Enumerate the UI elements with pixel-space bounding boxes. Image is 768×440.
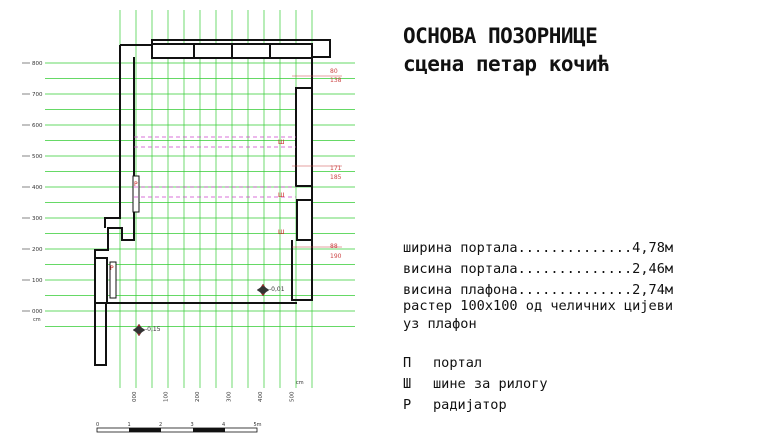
dimension-top-2: 171 xyxy=(330,165,342,172)
facade-block-1 xyxy=(151,43,195,59)
y-axis-label: 700 xyxy=(32,92,43,98)
level-label-2: -0,15 xyxy=(145,326,161,333)
radiator-marker-1: Р xyxy=(134,181,138,188)
legend-text: шине за рилогу xyxy=(433,376,548,392)
scale-bar-label: 5m xyxy=(254,422,262,428)
legend-key: Р xyxy=(403,397,412,413)
facade-block-4 xyxy=(269,43,313,59)
y-axis-label: 600 xyxy=(32,123,43,129)
rail-marker-2: Ш xyxy=(278,192,284,199)
facade-block-2 xyxy=(193,43,233,59)
dimension-top-1: 80 xyxy=(330,68,338,75)
radiator-left-upper xyxy=(132,175,140,213)
spec-grid-note: растер 100х100 од челичних цијеви xyxy=(403,298,674,314)
scale-bar-label: 3 xyxy=(191,422,194,428)
scale-bar xyxy=(96,427,258,433)
rail-marker-1: Ш xyxy=(278,139,284,146)
level-marker-1 xyxy=(256,283,270,297)
radiator-marker-2: Р xyxy=(110,265,114,272)
dimension-lines xyxy=(292,75,342,248)
x-axis-label: 400 xyxy=(258,391,264,402)
stage-walls xyxy=(94,39,331,366)
y-axis-label: 800 xyxy=(32,61,43,67)
x-axis-label: 000 xyxy=(132,391,138,402)
y-axis-label: 300 xyxy=(32,216,43,222)
left-pier xyxy=(94,257,108,304)
plan-subtitle: сцена петар кочић xyxy=(403,52,610,76)
facade-block-3 xyxy=(231,43,271,59)
plan-title: ОСНОВА ПОЗОРНИЦЕ xyxy=(403,24,598,48)
y-axis-labels: 800 700 600 500 400 300 200 100 000 xyxy=(22,61,43,315)
spec-grid-note-cont: уз плафон xyxy=(403,316,477,332)
right-pier-upper xyxy=(295,87,313,187)
right-pier-lower xyxy=(296,199,313,241)
scale-bar-labels: 0 1 2 3 4 5m xyxy=(96,422,262,428)
y-axis-label: 100 xyxy=(32,278,43,284)
dimension-top-3: 88 xyxy=(330,243,338,250)
y-axis-label: 400 xyxy=(32,185,43,191)
x-axis-labels: 000 100 200 300 400 500 xyxy=(132,391,296,402)
proscenium-left xyxy=(94,303,107,366)
spec-portal-height: висина портала..............2,46м xyxy=(403,261,674,277)
y-axis-label: 500 xyxy=(32,154,43,160)
scale-bar-label: 1 xyxy=(128,422,131,428)
dimension-bottom-3: 190 xyxy=(330,253,342,260)
dimension-bottom-2: 185 xyxy=(330,174,342,181)
x-axis-label: 200 xyxy=(195,391,201,402)
x-axis-label: 300 xyxy=(227,391,233,402)
legend-text: портал xyxy=(433,355,483,371)
radiator-left-lower xyxy=(109,261,117,299)
x-axis-label: 500 xyxy=(290,391,296,402)
y-axis-unit: cm xyxy=(33,317,41,323)
y-axis-label: 200 xyxy=(32,247,43,253)
scale-bar-label: 2 xyxy=(159,422,162,428)
rail-marker-3: Ш xyxy=(278,229,284,236)
legend-key: П xyxy=(403,355,412,371)
level-marker-2 xyxy=(132,323,146,337)
y-axis-label: 000 xyxy=(32,309,43,315)
x-axis-label: 100 xyxy=(164,391,170,402)
rail-lines xyxy=(134,136,296,198)
dimension-bottom-1: 138 xyxy=(330,77,342,84)
x-axis-unit: cm xyxy=(296,380,304,386)
scale-bar-label: 0 xyxy=(96,422,99,428)
level-label-1: -0,01 xyxy=(269,286,285,293)
legend-key: Ш xyxy=(403,376,412,392)
scale-bar-label: 4 xyxy=(222,422,225,428)
left-wall-lower xyxy=(104,45,121,228)
spec-portal-width: ширина портала..............4,78м xyxy=(403,240,674,256)
legend-text: радијатор xyxy=(433,397,507,413)
spec-ceiling-height: висина плафона..............2,74м xyxy=(403,282,674,298)
